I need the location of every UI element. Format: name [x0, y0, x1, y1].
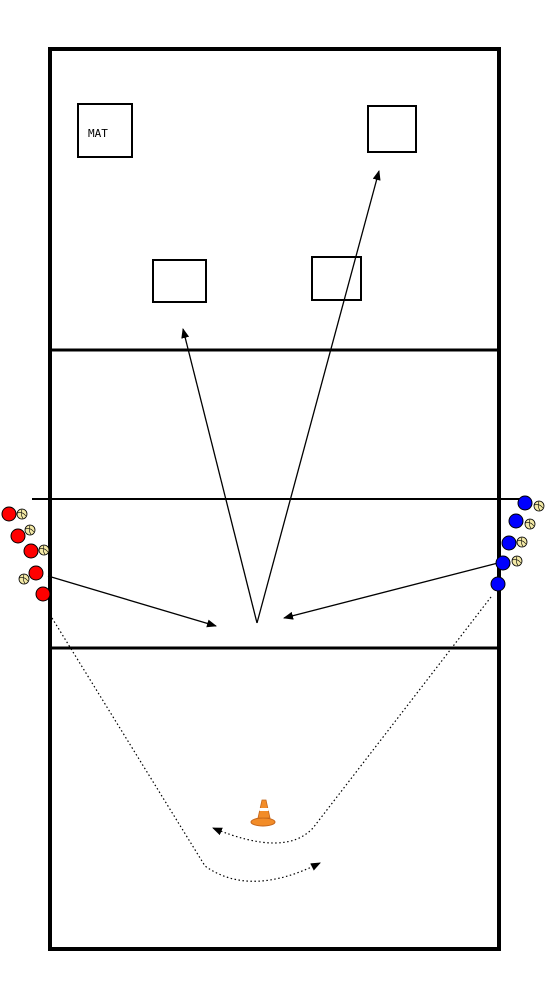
target-box-mid-left — [152, 259, 207, 303]
volleyball-icon — [24, 524, 36, 536]
arrow-left-player-to-setter — [47, 575, 217, 628]
arrow-right-player-to-setter — [283, 562, 499, 620]
player-red-2 — [10, 528, 26, 544]
target-box-mid-right — [311, 256, 362, 301]
player-red-5 — [35, 586, 51, 602]
target-box-top-right — [367, 105, 417, 153]
right-balls — [511, 500, 545, 567]
dotted-path-left-rotation — [51, 617, 321, 882]
volleyball-icon — [533, 500, 545, 512]
volleyball-icon — [524, 518, 536, 530]
volleyball-icon — [511, 555, 523, 567]
player-red-3 — [23, 543, 39, 559]
player-blue-2 — [508, 513, 524, 529]
player-red-4 — [28, 565, 44, 581]
player-blue-1 — [517, 495, 533, 511]
volleyball-icon — [16, 508, 28, 520]
target-box-mat-label: MAT — [88, 127, 108, 140]
left-team — [1, 506, 51, 602]
left-balls — [16, 508, 50, 585]
player-red-1 — [1, 506, 17, 522]
volleyball-icon — [38, 544, 50, 556]
volleyball-icon — [516, 536, 528, 548]
volleyball-icon — [18, 573, 30, 585]
right-team — [490, 495, 533, 592]
target-box-mat — [77, 103, 133, 158]
player-blue-4 — [495, 555, 511, 571]
arrow-set-to-top-right-target — [256, 170, 381, 624]
arrow-set-to-mid-left-target — [181, 328, 258, 624]
player-blue-3 — [501, 535, 517, 551]
traffic-cone-icon — [250, 799, 276, 827]
player-blue-5 — [490, 576, 506, 592]
